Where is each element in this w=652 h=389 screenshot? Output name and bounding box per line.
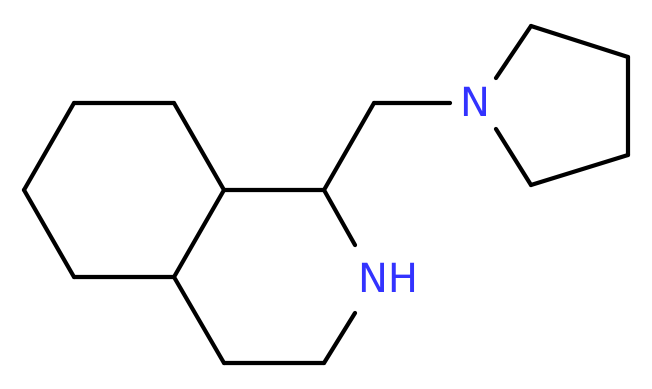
atom-label-n: N: [460, 80, 490, 126]
pyrrolidine-ring: [493, 23, 631, 188]
bond: [493, 126, 534, 188]
bond: [171, 187, 227, 280]
bond: [171, 100, 227, 193]
piperidine-ring: [171, 187, 358, 366]
bond: [21, 187, 77, 280]
cyclohexane-ring: [21, 100, 227, 280]
bond: [321, 187, 358, 248]
bond: [321, 310, 358, 366]
bond: [528, 23, 631, 60]
bond: [321, 100, 377, 193]
bond: [528, 152, 631, 188]
methylene-linker: [321, 100, 453, 193]
bond: [493, 23, 534, 81]
bond: [171, 274, 227, 366]
atom-label-nh: NH: [358, 256, 418, 302]
bond: [21, 100, 77, 193]
